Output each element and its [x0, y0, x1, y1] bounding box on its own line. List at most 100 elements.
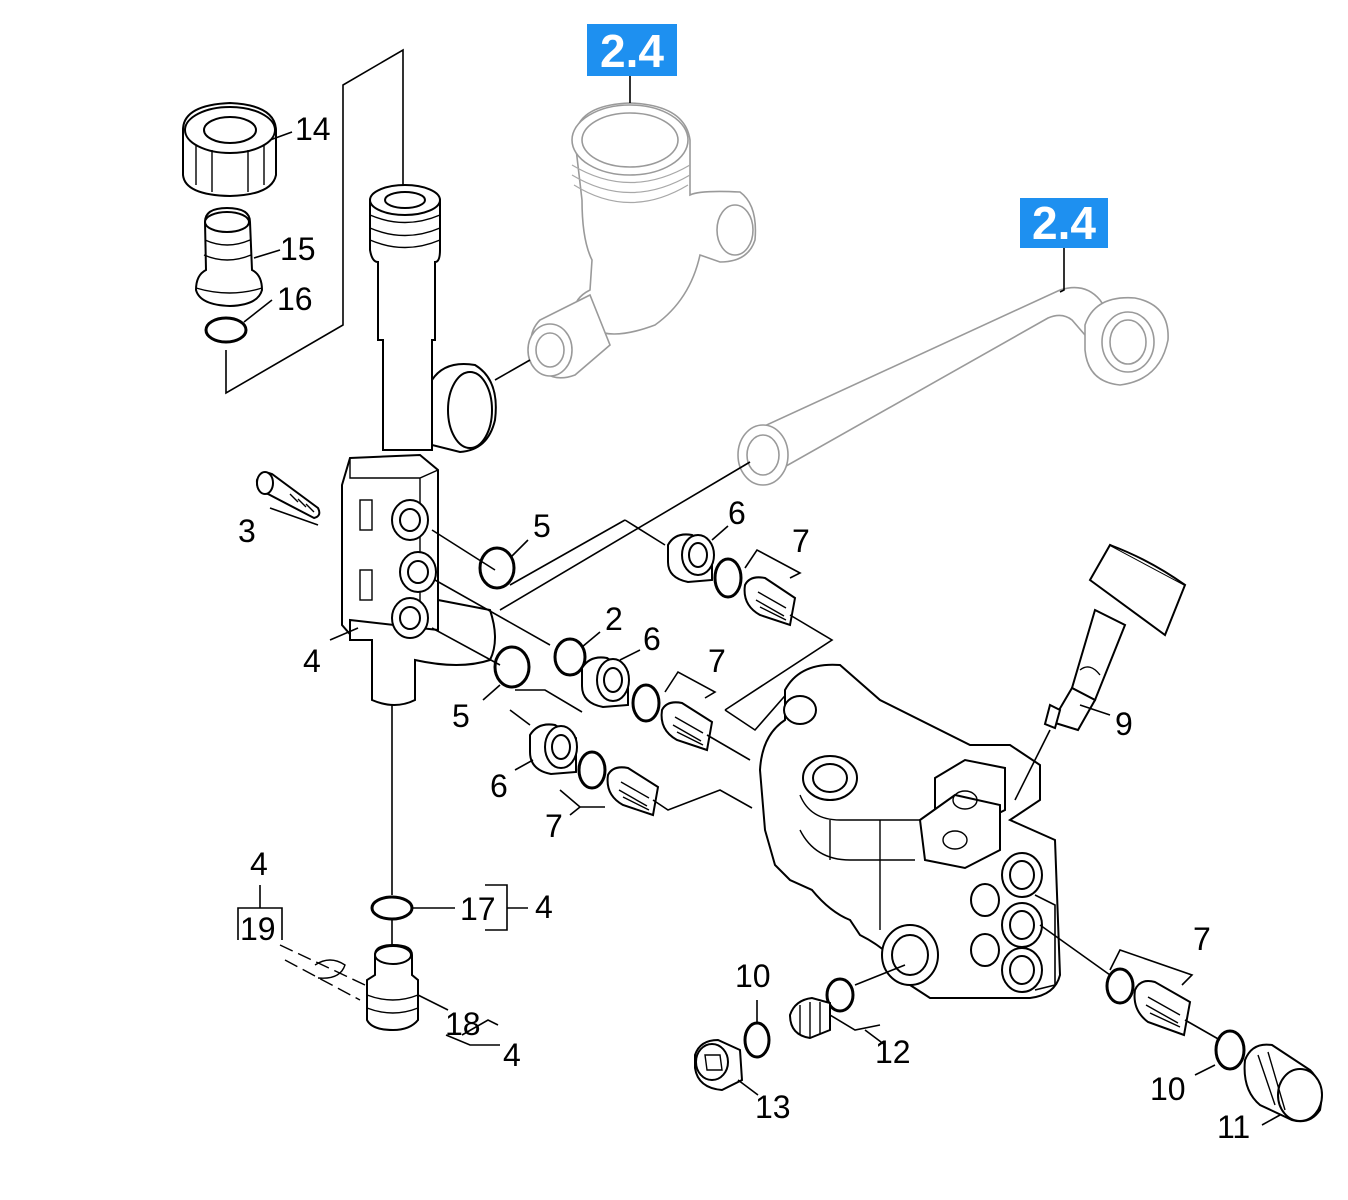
bracket-housing: [724, 689, 791, 732]
part-6-fitting-middle[interactable]: [581, 656, 630, 709]
leader-fitting-upper: [624, 519, 666, 546]
part-2-o-ring[interactable]: [553, 637, 587, 677]
part-10-o-ring-bottom[interactable]: [743, 1021, 771, 1059]
leader-5b: [482, 684, 501, 701]
label-11: 11: [1217, 1109, 1250, 1145]
label-16: 16: [277, 281, 313, 317]
bracket-18-top: [461, 1019, 499, 1036]
part-6-fitting-lower[interactable]: [529, 723, 578, 776]
label-4-top-19: 4: [250, 846, 268, 882]
bracket-7d: [1109, 949, 1194, 986]
label-6-upper: 6: [728, 495, 746, 531]
leader-valve-upper: [724, 614, 834, 711]
assembly-bracket-line: [225, 48, 404, 395]
part-11-plug[interactable]: [1243, 1043, 1323, 1123]
badge-background: [587, 24, 677, 76]
label-7-right: 7: [1193, 921, 1211, 957]
leader-4a: [329, 627, 359, 641]
leader-6c: [514, 759, 534, 771]
leader-18: [417, 994, 449, 1011]
label-10-bottom: 10: [735, 958, 771, 994]
label-7-lower: 7: [545, 808, 563, 844]
label-2: 2: [605, 601, 623, 637]
leader-5a: [511, 539, 529, 557]
bracket-12: [829, 1014, 881, 1031]
leader-7c: [569, 806, 581, 816]
leader-11: [1261, 1114, 1281, 1126]
part-7-valve-right[interactable]: [1133, 980, 1192, 1037]
label-4-bottom-18: 4: [503, 1037, 521, 1073]
reference-badge-right[interactable]: 2.4: [1020, 197, 1108, 249]
label-7-middle: 7: [708, 643, 726, 679]
part-16-o-ring[interactable]: [204, 316, 248, 344]
leader-9-down: [1014, 729, 1051, 801]
label-18: 18: [445, 1006, 481, 1042]
part-18-adapter[interactable]: [366, 943, 419, 1032]
badge-background: [1020, 198, 1108, 248]
leader-10b: [1194, 1064, 1216, 1076]
leader-7d: [1184, 1019, 1221, 1041]
bracket-7b: [664, 670, 717, 699]
part-5-o-ring-lower[interactable]: [493, 645, 531, 689]
label-15: 15: [280, 231, 316, 267]
part-5-o-ring-upper[interactable]: [478, 546, 516, 590]
bracket-18-bottom: [445, 1034, 500, 1046]
leader-port-middle: [434, 579, 551, 646]
leader-14: [269, 131, 293, 141]
part-7-valve-middle[interactable]: [660, 701, 714, 752]
bracket-7a: [744, 548, 802, 579]
leader-filter: [494, 359, 531, 381]
label-13: 13: [755, 1089, 791, 1125]
part-12-valve[interactable]: [788, 996, 831, 1040]
label-17: 17: [460, 891, 496, 927]
leader-port-12: [854, 964, 906, 986]
leader-16: [243, 299, 273, 323]
part-4-valve-body[interactable]: [341, 184, 497, 706]
pump-head-housing[interactable]: [758, 663, 1062, 999]
leader-port-upper: [431, 529, 496, 571]
label-9: 9: [1115, 706, 1133, 742]
leader-6a: [711, 525, 729, 541]
label-4: 4: [303, 643, 321, 679]
part-7-valve-upper[interactable]: [743, 576, 797, 627]
label-7-upper: 7: [792, 523, 810, 559]
part-19-hose[interactable]: [279, 944, 366, 1001]
leader-15: [253, 249, 281, 259]
part-17-o-ring[interactable]: [370, 895, 414, 921]
bracket-5a: [509, 519, 626, 586]
label-4-right-17: 4: [535, 889, 553, 925]
leader-3: [269, 507, 319, 526]
leader-12: [864, 1029, 886, 1046]
label-19: 19: [240, 911, 276, 947]
badge-text: 2.4: [600, 25, 664, 77]
part-6-fitting-upper[interactable]: [667, 533, 715, 584]
part-10-o-ring-right[interactable]: [1214, 1029, 1246, 1071]
part-10-o-ring-right-inner[interactable]: [1105, 967, 1135, 1005]
part-15-hose-nipple[interactable]: [194, 206, 264, 308]
part-7-o-ring-middle[interactable]: [631, 683, 661, 723]
leader-9: [1079, 704, 1111, 716]
part-7-o-ring-lower[interactable]: [577, 750, 607, 790]
part-7-valve-lower[interactable]: [606, 766, 660, 817]
part-13-plug[interactable]: [694, 1038, 744, 1092]
part-9-handle[interactable]: [1043, 543, 1187, 732]
label-3: 3: [238, 513, 256, 549]
reference-high-pressure-pipe: [737, 286, 1169, 486]
part-3-screw[interactable]: [255, 471, 321, 520]
bracket-7c: [559, 789, 605, 808]
part-14-union-nut[interactable]: [182, 101, 277, 198]
part-10-o-ring-bottom-inner[interactable]: [825, 977, 855, 1013]
label-5-lower: 5: [452, 698, 470, 734]
leader-2: [581, 631, 601, 648]
reference-badge-top[interactable]: 2.4: [587, 24, 677, 77]
part-7-o-ring-upper[interactable]: [713, 557, 743, 599]
leader-pipe: [499, 461, 751, 611]
leader-valve-lower: [652, 789, 753, 811]
label-14: 14: [295, 111, 331, 147]
badge-text: 2.4: [1032, 197, 1096, 249]
bracket-5b: [515, 689, 583, 713]
label-10-right: 10: [1150, 1071, 1186, 1107]
leader-13: [737, 1079, 759, 1096]
label-5-upper: 5: [533, 508, 551, 544]
